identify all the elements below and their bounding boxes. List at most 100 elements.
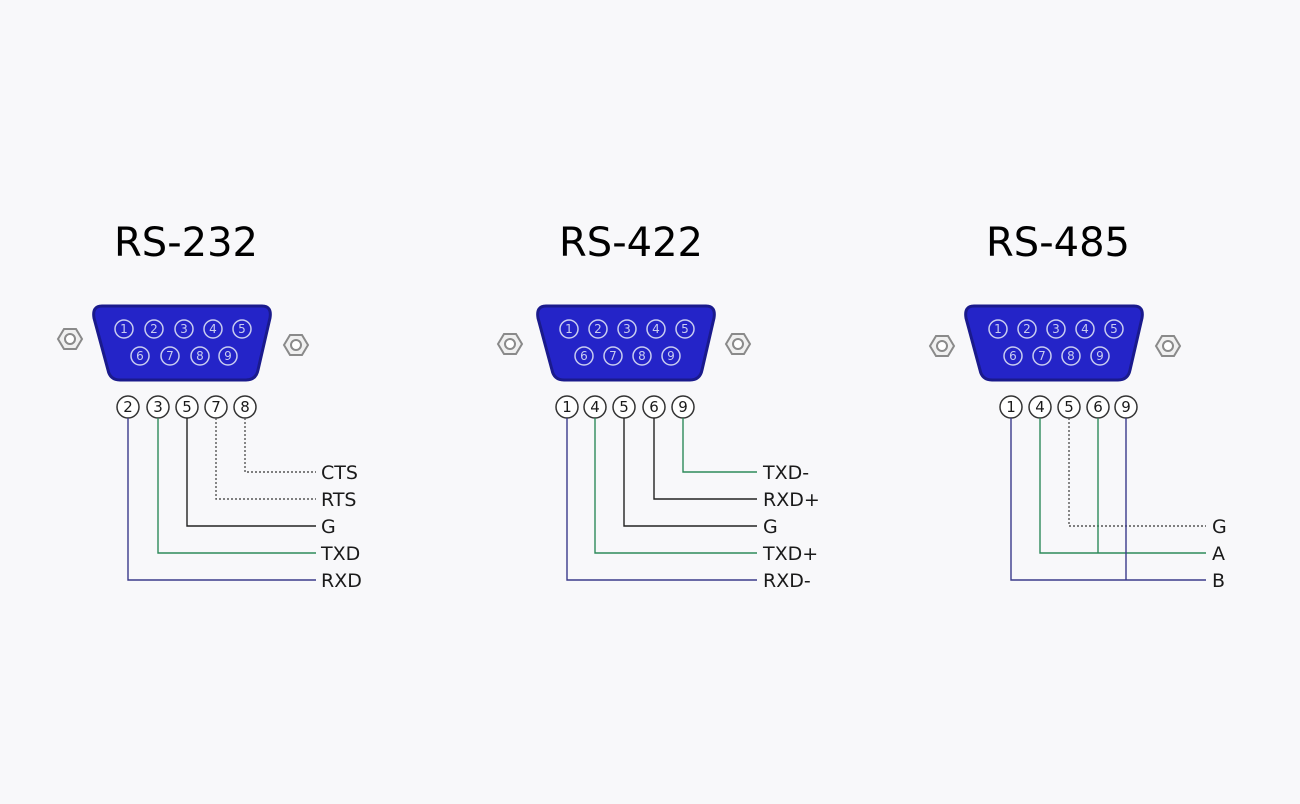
wire-txd-minus (682, 418, 757, 473)
connector-pin (574, 346, 594, 366)
connector-pin (661, 346, 681, 366)
connector-pin-number: 1 (565, 322, 573, 336)
connector-pin-number: 7 (609, 349, 617, 363)
rs485-title: RS-485 (986, 220, 1130, 266)
wire-b-pin1 (1010, 418, 1206, 581)
connector-pin-number: 8 (1067, 349, 1075, 363)
connector-pin-number: 7 (166, 349, 174, 363)
screw-icon (496, 333, 524, 355)
connector-pin (130, 346, 150, 366)
connector-pin (1017, 319, 1037, 339)
connector-pin (160, 346, 180, 366)
used-pin-number: 1 (562, 398, 572, 416)
used-pin-number: 3 (153, 398, 163, 416)
connector-pin (144, 319, 164, 339)
signal-label: RTS (321, 489, 357, 511)
connector-pin-number: 1 (994, 322, 1002, 336)
used-pin-number: 1 (1006, 398, 1016, 416)
used-pin-number: 6 (649, 398, 659, 416)
screw-icon (56, 328, 84, 350)
wire-txd-plus (594, 418, 757, 554)
signal-label: A (1212, 543, 1225, 565)
signal-label: RXD+ (763, 489, 820, 511)
connector-pin-number: 5 (1110, 322, 1118, 336)
connector-pin-number: 7 (1038, 349, 1046, 363)
connector-pin-number: 4 (1081, 322, 1089, 336)
connector-pin (1090, 346, 1110, 366)
connector-pin-number: 3 (180, 322, 188, 336)
signal-label: G (321, 516, 336, 538)
connector-pin-number: 6 (1009, 349, 1017, 363)
used-pin-number: 2 (123, 398, 133, 416)
signal-label: G (1212, 516, 1227, 538)
rs485-diagram: RS-485 1 2 3 4 5 6 7 (928, 220, 1227, 592)
connector-pin-number: 2 (150, 322, 158, 336)
used-pin-number: 9 (678, 398, 688, 416)
wire-rxd (127, 418, 316, 581)
connector-pin (1075, 319, 1095, 339)
signal-label: TXD (320, 543, 360, 565)
connector-pin (232, 319, 252, 339)
wire-g (623, 418, 757, 527)
db9-connector (536, 304, 716, 382)
wire-g (1068, 418, 1206, 527)
screw-icon (282, 334, 310, 356)
connector-pin (1061, 346, 1081, 366)
connector-pin-number: 4 (209, 322, 217, 336)
signal-label: G (763, 516, 778, 538)
used-pin-number: 5 (619, 398, 629, 416)
connector-pin (1046, 319, 1066, 339)
connector-pin (174, 319, 194, 339)
screw-icon (928, 335, 956, 357)
screw-icon (724, 333, 752, 355)
connector-pin (632, 346, 652, 366)
connector-pin-number: 9 (667, 349, 675, 363)
connector-pin (646, 319, 666, 339)
connector-pin-number: 2 (1023, 322, 1031, 336)
connector-pin (1104, 319, 1124, 339)
connector-pin-number: 5 (681, 322, 689, 336)
connector-pin (218, 346, 238, 366)
connector-pin (617, 319, 637, 339)
connector-pin-number: 8 (196, 349, 204, 363)
connector-pin-number: 5 (238, 322, 246, 336)
wire-g (186, 418, 316, 527)
connector-pin-number: 3 (623, 322, 631, 336)
signal-label: TXD+ (762, 543, 818, 565)
connector-pin-number: 1 (120, 322, 128, 336)
connector-pin (559, 319, 579, 339)
rs232-title: RS-232 (114, 220, 258, 266)
signal-label: RXD- (763, 570, 811, 592)
connector-pin-number: 6 (136, 349, 144, 363)
wire-rts (215, 418, 316, 500)
used-pin-number: 5 (1064, 398, 1074, 416)
used-pin-number: 9 (1121, 398, 1131, 416)
wire-rxd-plus (653, 418, 757, 500)
signal-label: B (1212, 570, 1225, 592)
connector-pin-number: 4 (652, 322, 660, 336)
connector-pin (190, 346, 210, 366)
connector-pin-number: 8 (638, 349, 646, 363)
used-pin-number: 7 (211, 398, 221, 416)
connector-pin (988, 319, 1008, 339)
wire-rxd-minus (566, 418, 757, 581)
db9-connector (964, 304, 1144, 382)
rs422-diagram: RS-422 1 2 3 4 5 6 7 (496, 220, 820, 592)
connector-pin-number: 9 (224, 349, 232, 363)
signal-label: CTS (321, 462, 358, 484)
connector-pin (1003, 346, 1023, 366)
connector-pin-number: 9 (1096, 349, 1104, 363)
connector-pin-number: 3 (1052, 322, 1060, 336)
wire-a-pin4 (1039, 418, 1206, 554)
connector-pin (675, 319, 695, 339)
screw-icon (1154, 335, 1182, 357)
used-pin-number: 4 (590, 398, 600, 416)
used-pin-number: 6 (1093, 398, 1103, 416)
connector-pin-number: 2 (594, 322, 602, 336)
signal-label: TXD- (762, 462, 809, 484)
connector-pin (603, 346, 623, 366)
connector-pin (588, 319, 608, 339)
wire-cts (244, 418, 316, 473)
